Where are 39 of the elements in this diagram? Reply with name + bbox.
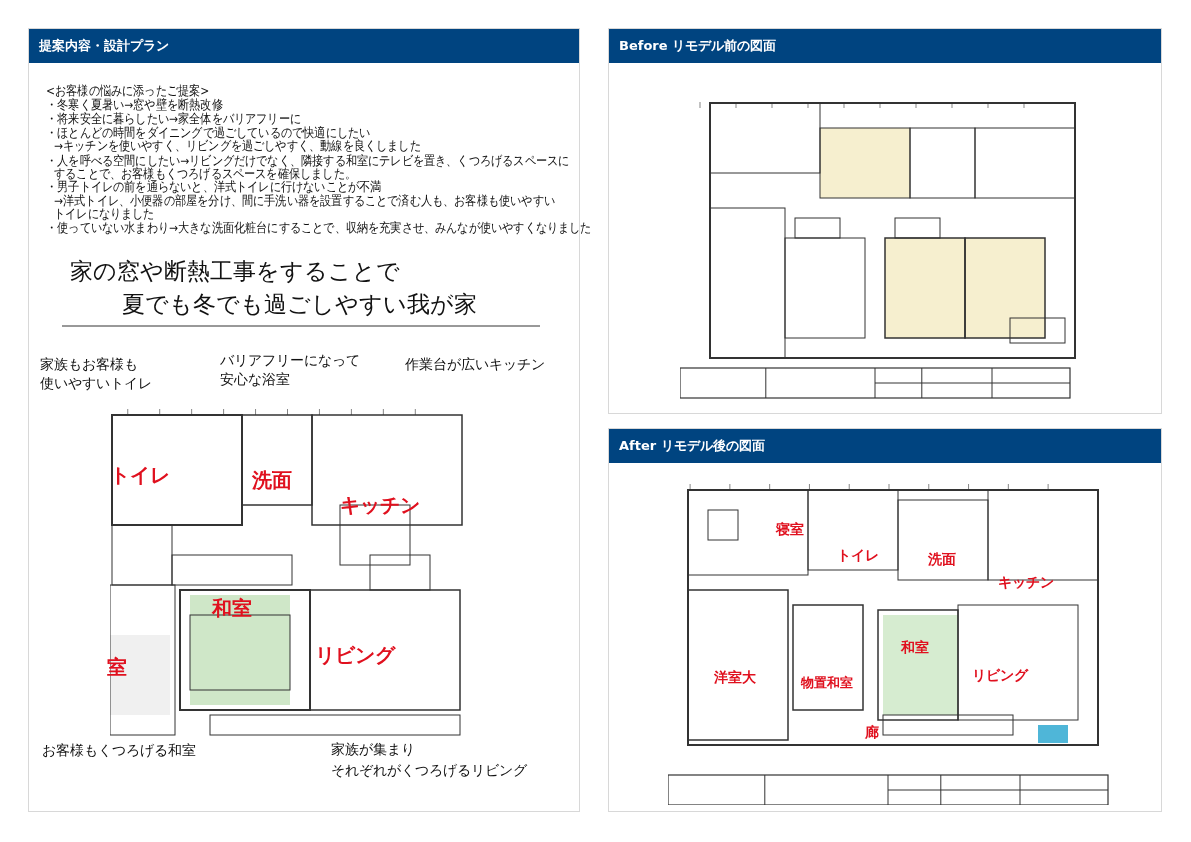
panel bbox=[28, 28, 580, 812]
list-item: ・冬寒く夏暑い→窓や壁を断熱改修 bbox=[46, 97, 223, 113]
room-label: 室 bbox=[107, 653, 127, 681]
heading-text: <お客様の悩みに添ったご提案> bbox=[46, 83, 210, 98]
list-item: ・将来安全に暮らしたい→家全体をバリアフリーに bbox=[46, 111, 301, 127]
room-label: キッチン bbox=[998, 574, 1054, 592]
room-label: リビング bbox=[972, 667, 1028, 685]
room-label: 和室 bbox=[901, 639, 929, 657]
room-label: 洗面 bbox=[252, 466, 292, 494]
caption: 家族もお客様も bbox=[40, 356, 138, 374]
headline: 家の窓や断熱工事をすることで bbox=[70, 257, 400, 286]
room-label: 洋室大 bbox=[714, 669, 756, 687]
room-label: トイレ bbox=[837, 547, 879, 565]
room-label: 洗面 bbox=[928, 551, 956, 569]
room-label: トイレ bbox=[110, 461, 170, 489]
caption: 安心な浴室 bbox=[220, 371, 290, 389]
caption: 家族が集まり bbox=[331, 741, 415, 759]
caption: お客様もくつろげる和室 bbox=[42, 742, 196, 760]
list-item: →キッチンを使いやすく、リビングを過ごしやすく、動線を良くしました bbox=[54, 138, 421, 154]
list-item: →洋式トイレ、小便器の部屋を分け、間に手洗い器を設置することで済む人も、お客様も使いやすい bbox=[54, 193, 555, 208]
caption: それぞれがくつろげるリビング bbox=[331, 762, 527, 780]
panel-header: After リモデル後の図面 bbox=[609, 429, 1161, 463]
room-label: 和室 bbox=[212, 594, 252, 622]
room-label: 廊 bbox=[865, 724, 879, 742]
caption: 使いやすいトイレ bbox=[40, 375, 152, 393]
panel-header: 提案内容・設計プラン bbox=[29, 29, 579, 63]
room-label: 物置和室 bbox=[801, 674, 853, 692]
panel-header: Before リモデル前の図面 bbox=[609, 29, 1161, 63]
list-item: ・ほとんどの時間をダイニングで過ごしているので快適にしたい bbox=[46, 125, 371, 141]
list-item: ・使っていない水まわり→大きな洗面化粧台にすることで、収納を充実させ、みんなが使いやすくなりました bbox=[46, 220, 592, 237]
room-label: キッチン bbox=[340, 491, 420, 519]
caption: 作業台が広いキッチン bbox=[405, 356, 545, 374]
list-item: ・人を呼べる空間にしたい→リビングだけでなく、隣接する和室にテレビを置き、くつろげるスペースに bbox=[46, 153, 570, 169]
headline: 夏でも冬でも過ごしやすい我が家 bbox=[122, 290, 477, 319]
list-item: トイレになりました bbox=[54, 206, 155, 221]
room-label: 寝室 bbox=[776, 521, 804, 539]
panel bbox=[608, 428, 1162, 812]
caption: バリアフリーになって bbox=[220, 352, 360, 370]
room-label: リビング bbox=[315, 641, 395, 669]
